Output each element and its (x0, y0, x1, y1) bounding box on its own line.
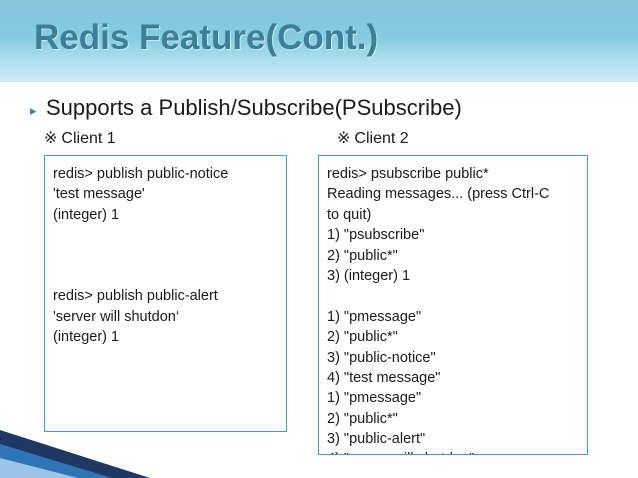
reference-mark-icon: ※ (337, 130, 351, 147)
client2-console-line: 4) "test message" (327, 369, 441, 386)
client2-console-line: 3) (integer) 1 (327, 267, 411, 284)
client1-console-line (53, 225, 278, 245)
client1-console-line: redis> publish public-notice (53, 166, 229, 182)
client2-console-line: 2) "public*" (327, 410, 398, 427)
client2-console-line: redis> psubscribe public* (327, 166, 489, 182)
client1-label: ※Client 1 (44, 128, 116, 148)
client1-label-text: Client 1 (61, 130, 116, 147)
bullet-arrow-icon: ▸ (30, 102, 37, 118)
client2-console-line: 3) "public-alert" (327, 431, 426, 448)
client2-console-line: 2) "public*" (327, 329, 398, 346)
client2-label-text: Client 2 (354, 130, 409, 147)
client2-console-line: 2) "public*" (327, 247, 398, 264)
client2-console-line (327, 286, 579, 306)
client2-console: redis> psubscribe public* Reading message… (318, 155, 588, 455)
client1-console-line: 'server will shutdon‘ (53, 308, 180, 325)
banner-shine (0, 0, 638, 40)
client2-console-line: 1) "psubscribe" (327, 227, 425, 244)
client1-console-line (53, 246, 278, 266)
reference-mark-icon: ※ (44, 130, 58, 147)
decoration-triangle-light (0, 458, 78, 478)
client2-console-line: 1) "pmessage" (327, 390, 422, 407)
client2-console-line: 3) "public-notice" (327, 349, 436, 366)
client1-console-line: 'test message' (53, 186, 145, 203)
client2-console-line: Reading messages... (press Ctrl-C (327, 186, 550, 203)
client2-label: ※Client 2 (337, 128, 409, 148)
page-title: Redis Feature(Cont.) (34, 18, 379, 57)
client1-console: redis> publish public-notice 'test messag… (44, 155, 287, 432)
client2-console-line: 1) "pmessage" (327, 308, 422, 325)
client1-console-line: redis> publish public-alert (53, 288, 218, 305)
client1-console-line: (integer) 1 (53, 329, 120, 346)
client2-console-line: to quit) (327, 206, 372, 223)
client2-console-line: 4) "server will shutdon" (327, 449, 579, 454)
client1-console-line (53, 266, 278, 286)
bullet-text: Supports a Publish/Subscribe(PSubscribe) (46, 95, 462, 120)
client1-console-line: (integer) 1 (53, 206, 120, 223)
title-banner (0, 0, 638, 82)
bullet-row: ▸ Supports a Publish/Subscribe(PSubscrib… (30, 95, 462, 121)
